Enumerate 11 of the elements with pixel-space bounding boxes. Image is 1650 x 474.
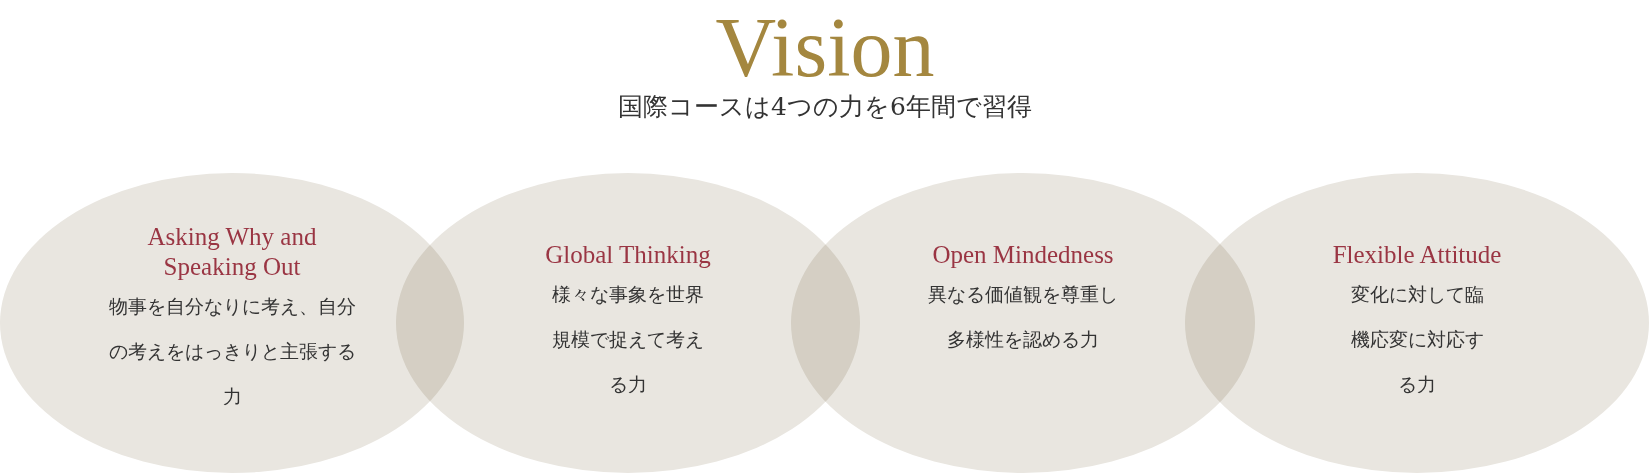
oval-heading: Asking Why and Speaking Out bbox=[146, 222, 318, 282]
title: Vision bbox=[715, 0, 935, 94]
oval-description: 物事を自分なりに考え、自分の考えをはっきりと主張する力 bbox=[107, 294, 357, 409]
oval-shape bbox=[1185, 173, 1649, 473]
oval-heading: Flexible Attitude bbox=[1332, 240, 1502, 270]
subtitle: 国際コースは4つの力を6年間で習得 bbox=[618, 91, 1032, 123]
oval-heading: Global Thinking bbox=[545, 240, 711, 270]
oval-description: 様々な事象を世界規模で捉えて考える力 bbox=[551, 282, 705, 397]
oval-description: 異なる価値観を尊重し多様性を認める力 bbox=[928, 282, 1118, 352]
oval-heading: Open Mindedness bbox=[932, 240, 1114, 270]
oval-description: 変化に対して臨機応変に対応する力 bbox=[1349, 282, 1485, 397]
